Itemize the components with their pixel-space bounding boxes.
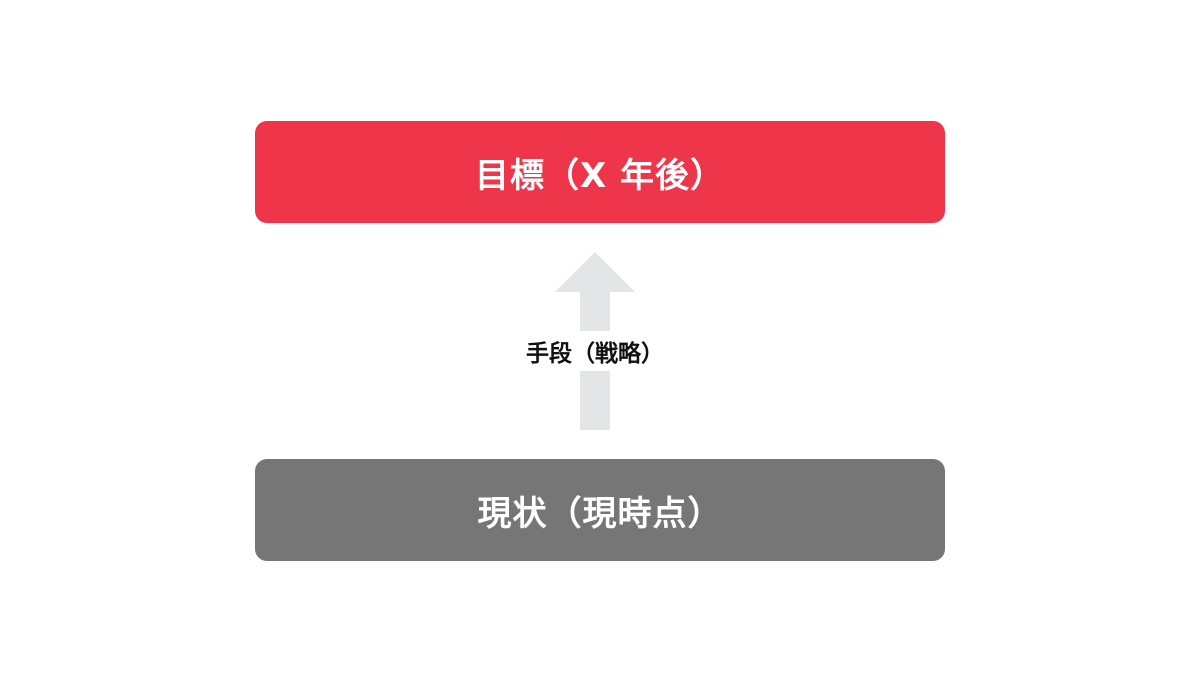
means-label: 手段（戦略） <box>470 331 720 371</box>
means-label-text: 手段（戦略） <box>526 341 664 367</box>
goal-label: 目標（X 年後） <box>474 155 726 196</box>
current-box: 現状（現時点） <box>255 459 945 561</box>
goal-box: 目標（X 年後） <box>255 121 945 223</box>
current-label: 現状（現時点） <box>477 493 723 534</box>
